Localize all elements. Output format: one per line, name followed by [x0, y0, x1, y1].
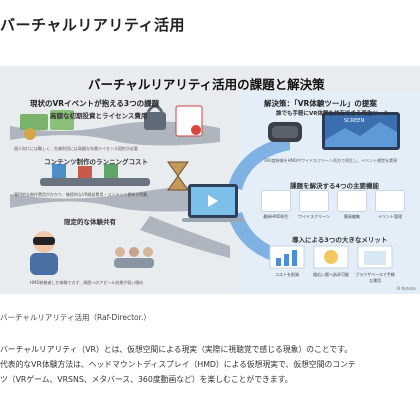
infographic-image: バーチャルリアリティ活用の課題と解決策 現状のVRイベントが抱える3つの課題 解…: [0, 66, 420, 294]
credit-text: AI Notebo: [396, 286, 416, 291]
body-paragraph: バーチャルリアリティ（VR）とは、仮想空間による現実（実際に視聴覚で感じる現象）…: [0, 342, 420, 387]
left-panel-title: 現状のVRイベントが抱える3つの課題: [30, 99, 160, 108]
issue-note-2: 専門的な制作費用がかかり、継続的なVR開発費用・コンテンツ更新が困難: [14, 192, 148, 197]
merit-icons: [269, 245, 393, 269]
paragraph-line: ツ（VRゲーム、VRSNS、メタバース、360度動画など）を楽しむことができます…: [0, 375, 293, 384]
lock-icon: [144, 104, 166, 130]
vr-headset-icon: [268, 122, 302, 142]
paragraph-line: 代表的なVR体験方法は、ヘッドマウントディスプレイ（HMD）による仮想現実で、仮…: [0, 360, 356, 369]
merit-item: ブラウザベースで手軽な運用: [355, 272, 395, 283]
merit-item: コストを削減: [275, 272, 299, 277]
solution-heading: 誰でも手軽にVR体験を共有できる再生ツール: [276, 111, 389, 117]
feature-item: 簡易編集: [334, 190, 370, 220]
issue-heading-3: 限定的な体験共有: [64, 218, 116, 226]
feature-item: ワイドスクリーン: [296, 190, 332, 220]
page-title: バーチャルリアリティ活用: [0, 16, 185, 34]
merits-heading: 導入による3つの大きなメリット: [292, 236, 388, 244]
feature-item: イベント管理: [372, 190, 408, 220]
screen-label: SCREEN: [344, 118, 365, 124]
laptop-icon: [182, 184, 244, 222]
audience-icon: [114, 247, 154, 268]
features-heading: 課題を解決する4つの主要機能: [290, 182, 380, 190]
issue-heading-1: 高額な初期投資とライセンス費用: [50, 112, 148, 120]
contract-icon: [175, 105, 203, 137]
solution-note: 360度映像をHMDやワイドスクリーン両方で再生し、イベント運営を実現: [264, 158, 397, 163]
feature-item: 最新HMD再生: [258, 190, 294, 220]
issue-heading-2: コンテンツ制作のランニングコスト: [44, 158, 148, 166]
issue-note-1: 個人向けには難しく、先端利用には高額な年間ライセンス契約が必要: [14, 146, 138, 151]
money-icon: [20, 110, 74, 140]
infographic-title: バーチャルリアリティ活用の課題と解決策: [88, 77, 325, 92]
paragraph-line: バーチャルリアリティ（VR）とは、仮想空間による現実（実際に視聴覚で感じる現象）…: [0, 345, 353, 354]
image-caption: バーチャルリアリティ活用（Raf-Director.）: [0, 313, 151, 322]
wide-screen-icon: [322, 112, 400, 150]
right-panel-title: 解決策：「VR体験ツール」の提案: [264, 99, 377, 108]
vr-user-icon: [30, 231, 58, 275]
merit-item: 幅広い層へ訴求可能: [313, 272, 349, 277]
conveyor-icon: [40, 164, 150, 186]
hmd-label: HMD: [278, 115, 290, 121]
issue-note-3: HMD装着者しか体験できず、周囲へのアピール効果が低い傾向: [30, 280, 144, 285]
